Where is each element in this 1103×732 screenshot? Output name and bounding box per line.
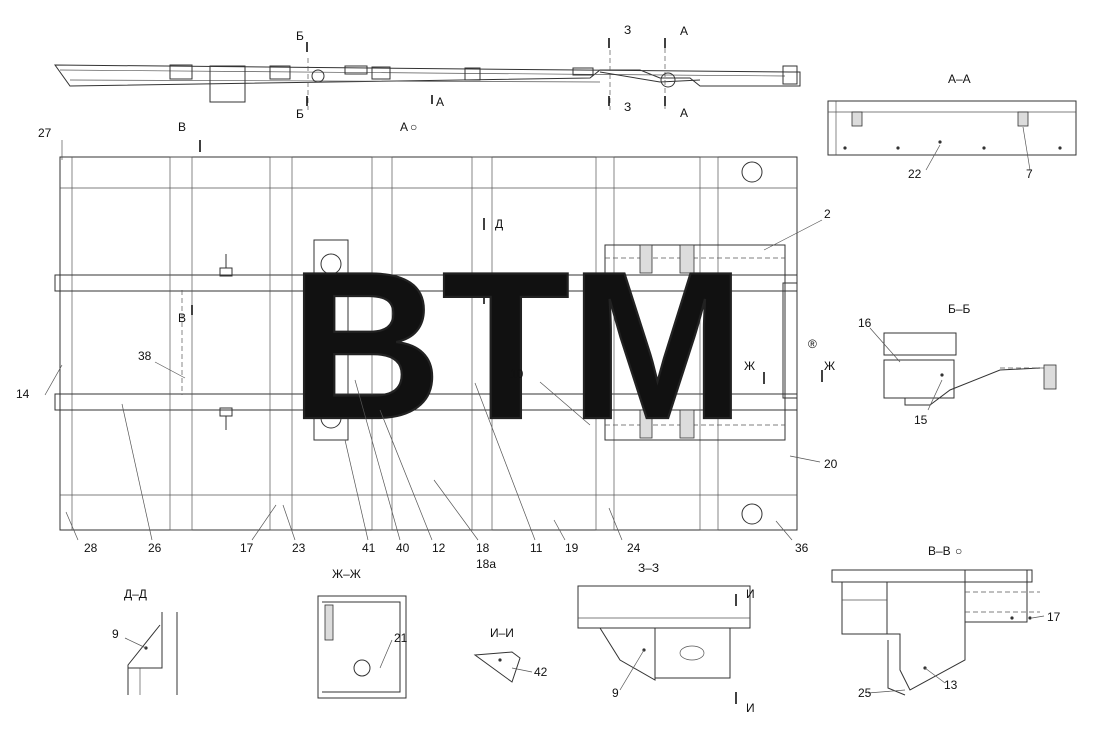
- cut-d-top: Д: [495, 217, 503, 231]
- part-18a: 18а: [476, 557, 496, 571]
- part-22: 22: [908, 167, 922, 181]
- section-zz-title: З–З: [638, 561, 659, 575]
- view-a-rotate-icon: ○: [410, 120, 417, 134]
- view-a-label: А: [400, 120, 408, 134]
- part-24: 24: [627, 541, 641, 555]
- cut-a-bottom: А: [680, 106, 688, 120]
- part-42: 42: [534, 665, 548, 679]
- part-labels: 27 14 28 26 38 17 23 41 40 12 18 18а 11 …: [16, 126, 1061, 700]
- cut-b-top: Б: [296, 29, 304, 43]
- part-2: 2: [824, 207, 831, 221]
- section-vv: В–В ○: [831, 544, 1040, 696]
- cut-a-top: А: [680, 24, 688, 38]
- cut-i-bottom: И: [746, 701, 755, 715]
- cut-z-top: З: [624, 23, 631, 37]
- section-dd-title: Д–Д: [124, 587, 147, 601]
- cut-zh-right: Ж: [824, 359, 835, 373]
- part-17: 17: [240, 541, 254, 555]
- cut-b-bottom: Б: [296, 107, 304, 121]
- section-zhzh: Ж–Ж: [317, 567, 407, 699]
- part-40: 40: [396, 541, 410, 555]
- section-ii-title: И–И: [490, 626, 514, 640]
- part-28: 28: [84, 541, 98, 555]
- section-bb-title: Б–Б: [948, 302, 971, 316]
- part-25: 25: [858, 686, 872, 700]
- part-15: 15: [914, 413, 928, 427]
- cut-v-mid: В: [178, 311, 186, 325]
- part-12: 12: [432, 541, 446, 555]
- part-18: 18: [476, 541, 490, 555]
- part-7: 7: [1026, 167, 1033, 181]
- part-20: 20: [824, 457, 838, 471]
- part-21: 21: [394, 631, 408, 645]
- part-27: 27: [38, 126, 52, 140]
- btm-watermark: BTM ®: [289, 227, 817, 464]
- part-23: 23: [292, 541, 306, 555]
- registered-mark: ®: [808, 337, 817, 351]
- leader-lines: [44, 126, 1045, 694]
- cut-z-bottom: З: [624, 100, 631, 114]
- section-vv-title: В–В: [928, 544, 951, 558]
- part-19: 19: [565, 541, 579, 555]
- section-zz: З–З И И: [577, 561, 755, 715]
- section-vv-rotate-icon: ○: [955, 544, 962, 558]
- part-38: 38: [138, 349, 152, 363]
- part-41: 41: [362, 541, 376, 555]
- section-aa-title: А–А: [948, 72, 971, 86]
- plan-view: [54, 156, 798, 531]
- cut-d-bottom: Д: [495, 301, 503, 315]
- part-26: 26: [148, 541, 162, 555]
- part-16: 16: [858, 316, 872, 330]
- part-17b: 17: [1047, 610, 1061, 624]
- section-bb: Б–Б: [883, 302, 1057, 406]
- part-11: 11: [530, 541, 543, 555]
- part-9b: 9: [612, 686, 619, 700]
- part-10: 10: [510, 367, 524, 381]
- cut-v-top: В: [178, 120, 186, 134]
- watermark-text: BTM: [290, 228, 745, 463]
- cut-marks-plan: В В Д Д Ж Ж: [178, 120, 835, 384]
- part-13: 13: [944, 678, 958, 692]
- part-9: 9: [112, 627, 119, 641]
- cut-marks-side: Б Б З З А А А А ○: [296, 23, 688, 134]
- side-view: [54, 48, 801, 110]
- section-zhzh-title: Ж–Ж: [332, 567, 361, 581]
- part-14: 14: [16, 387, 30, 401]
- section-dd: Д–Д: [124, 587, 178, 695]
- section-ii: И–И: [473, 626, 521, 683]
- part-36: 36: [795, 541, 809, 555]
- arrow-a-label: А: [436, 95, 444, 109]
- section-aa: А–А: [827, 72, 1077, 156]
- cut-i-top: И: [746, 587, 755, 601]
- cut-zh-left: Ж: [744, 359, 755, 373]
